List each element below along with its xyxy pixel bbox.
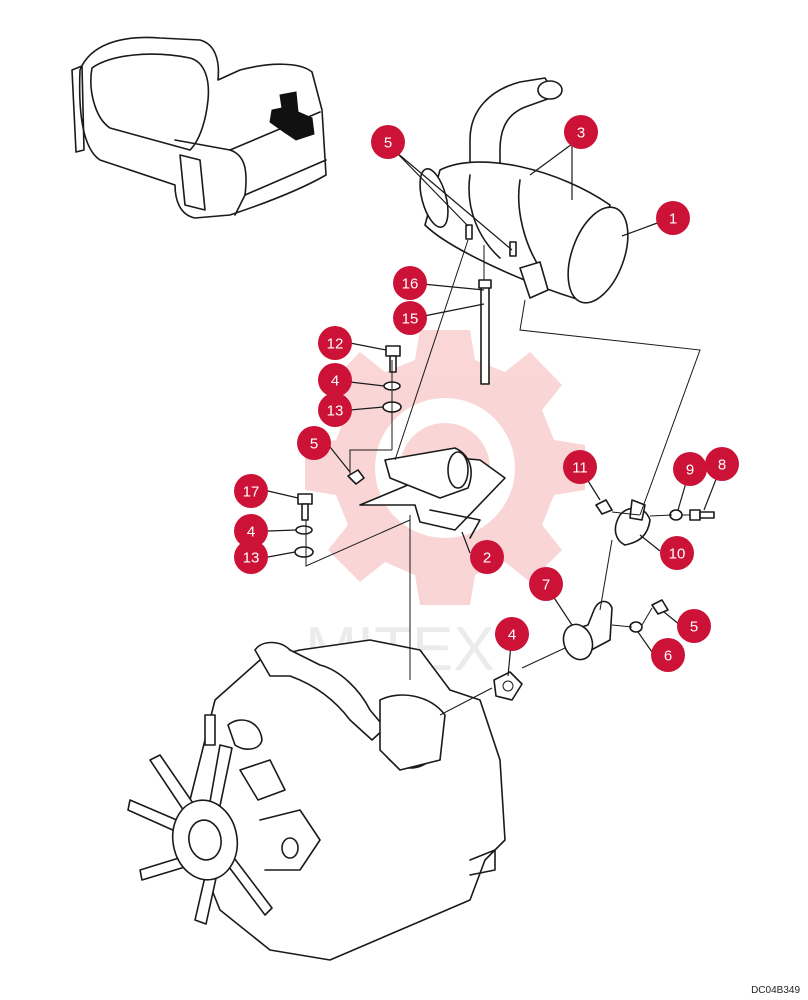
svg-text:2: 2 xyxy=(483,550,491,567)
callout-11: 11 xyxy=(563,450,597,484)
callout-9: 9 xyxy=(673,452,707,486)
svg-text:12: 12 xyxy=(327,336,344,353)
svg-text:5: 5 xyxy=(384,135,392,152)
svg-text:1: 1 xyxy=(669,211,677,228)
callout-13-left: 13 xyxy=(234,540,268,574)
svg-text:5: 5 xyxy=(690,619,698,636)
bolt-17 xyxy=(297,493,313,521)
callout-4-left: 4 xyxy=(234,514,268,548)
svg-text:3: 3 xyxy=(577,125,585,142)
callout-13-top: 13 xyxy=(318,393,352,427)
svg-text:4: 4 xyxy=(331,373,339,390)
callout-6: 6 xyxy=(651,638,685,672)
engine xyxy=(127,639,506,961)
machine-overview-inset xyxy=(71,36,327,219)
svg-text:10: 10 xyxy=(669,546,686,563)
svg-text:5: 5 xyxy=(310,436,318,453)
callout-7: 7 xyxy=(529,567,563,601)
callouts: 1 2 3 4 4 4 5 5 5 6 7 8 9 10 11 12 13 13… xyxy=(234,115,739,672)
callout-8: 8 xyxy=(705,447,739,481)
svg-text:7: 7 xyxy=(542,577,550,594)
svg-text:13: 13 xyxy=(243,550,260,567)
long-bolt xyxy=(478,279,492,385)
svg-text:8: 8 xyxy=(718,457,726,474)
svg-text:16: 16 xyxy=(402,276,419,293)
svg-text:15: 15 xyxy=(402,311,419,328)
callout-2: 2 xyxy=(470,540,504,574)
callout-5-middle: 5 xyxy=(297,426,331,460)
bolt-12 xyxy=(385,345,401,373)
svg-text:4: 4 xyxy=(508,627,516,644)
muffler xyxy=(419,77,629,304)
drawing-code: DC04B349 xyxy=(751,985,800,996)
svg-text:17: 17 xyxy=(243,484,260,501)
svg-text:11: 11 xyxy=(572,460,588,477)
fan-icon xyxy=(127,744,273,925)
muffler-highlight-icon xyxy=(269,91,315,141)
svg-text:9: 9 xyxy=(686,462,694,479)
mounting-bracket xyxy=(359,447,506,539)
callout-1: 1 xyxy=(656,201,690,235)
callout-12: 12 xyxy=(318,326,352,360)
callout-4-top: 4 xyxy=(318,363,352,397)
svg-text:13: 13 xyxy=(327,403,344,420)
assembly-lines xyxy=(305,239,701,716)
gasket xyxy=(493,671,523,701)
callout-4-gasket: 4 xyxy=(495,617,529,651)
callout-16: 16 xyxy=(393,266,427,300)
callout-3: 3 xyxy=(564,115,598,149)
exhaust-elbow xyxy=(562,600,613,661)
callout-10: 10 xyxy=(660,536,694,570)
svg-text:6: 6 xyxy=(664,648,672,665)
callout-17: 17 xyxy=(234,474,268,508)
svg-text:4: 4 xyxy=(247,524,255,541)
bolt-8 xyxy=(689,509,715,521)
callout-15: 15 xyxy=(393,301,427,335)
callout-5-right: 5 xyxy=(677,609,711,643)
callout-5-top: 5 xyxy=(371,125,405,159)
